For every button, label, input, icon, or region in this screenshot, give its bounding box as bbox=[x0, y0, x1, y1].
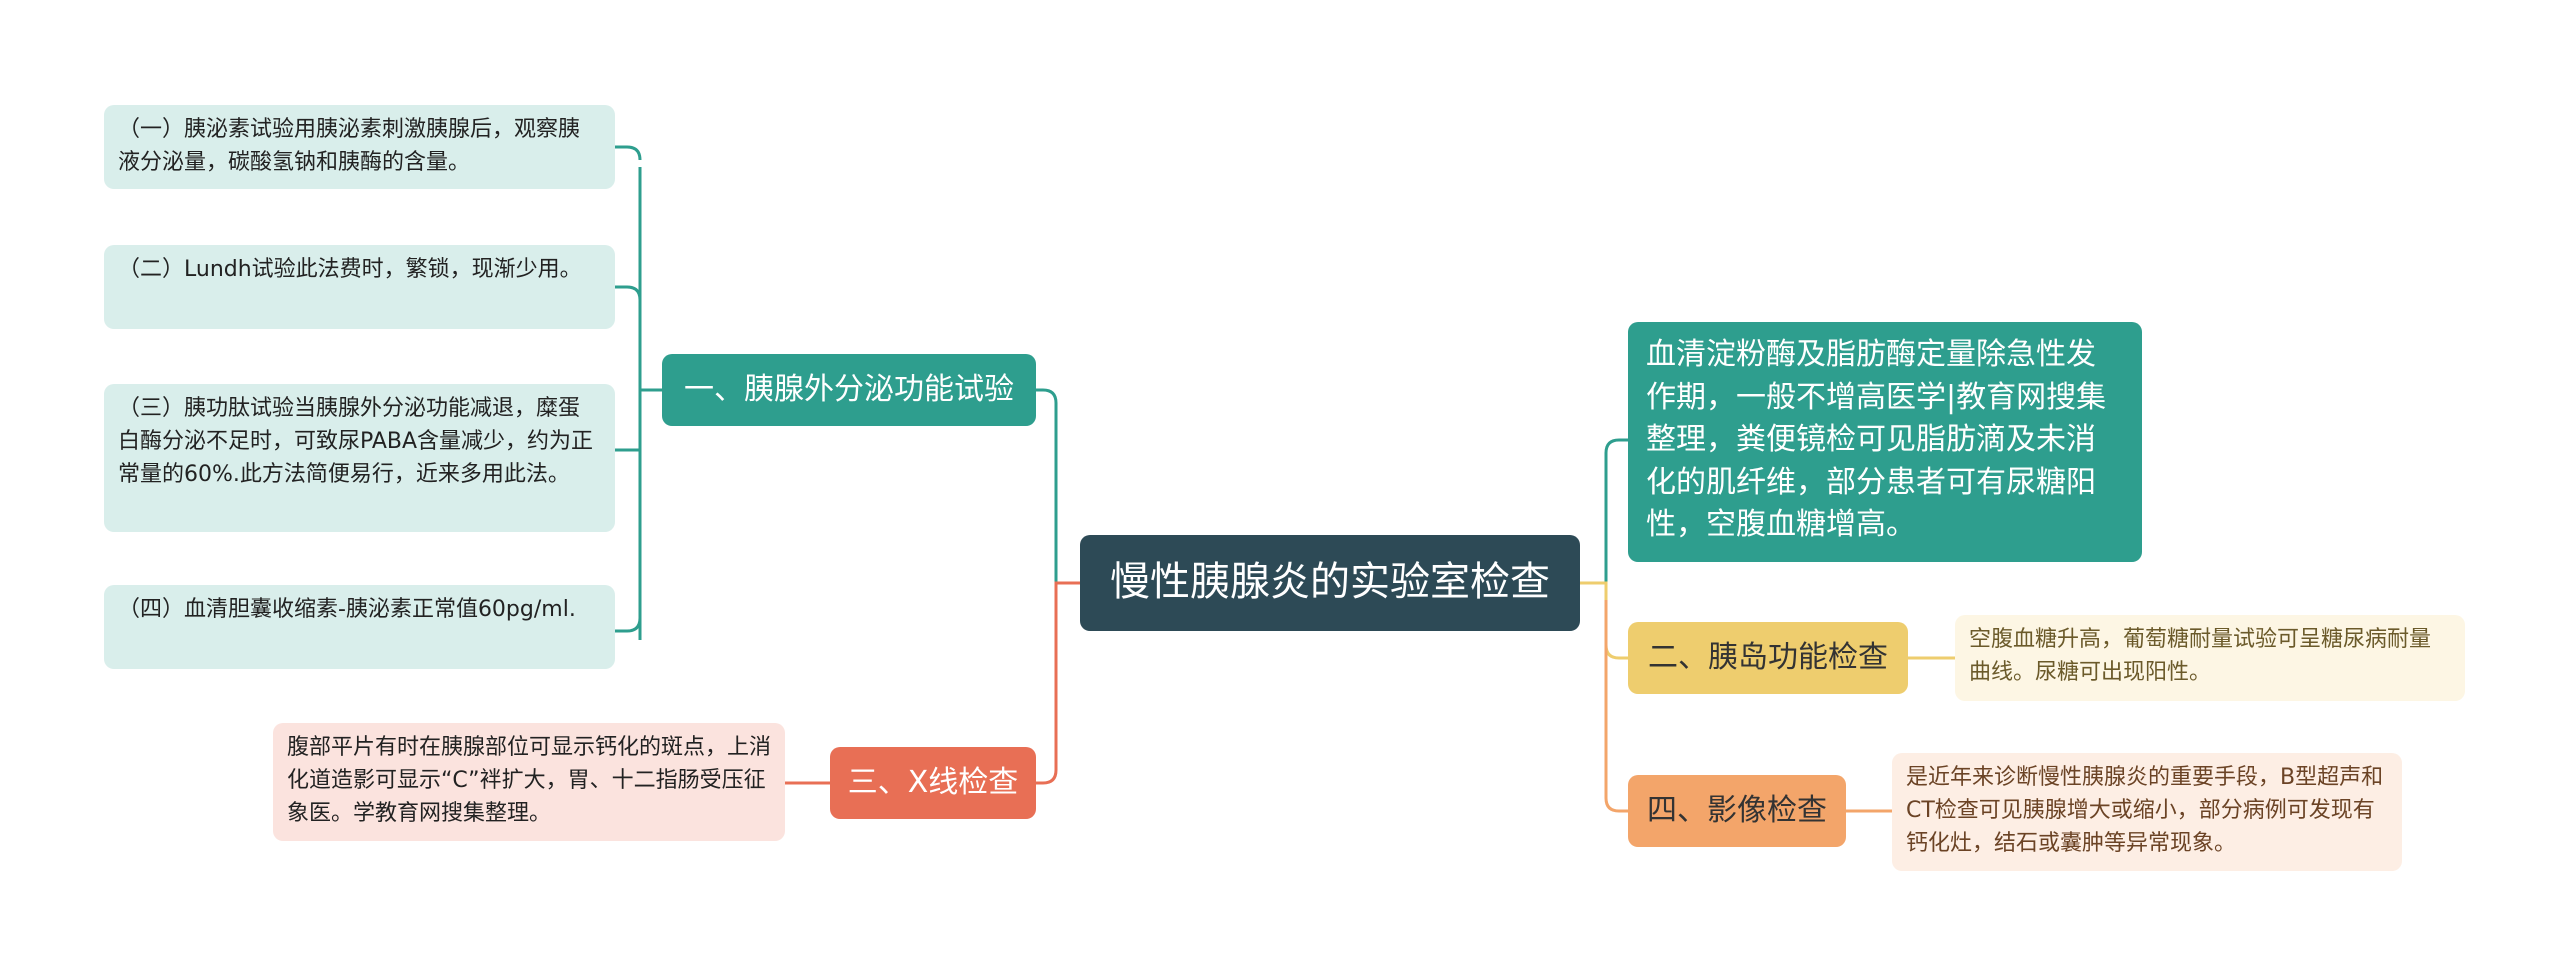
connector-b1-leaf2 bbox=[615, 285, 642, 301]
leaf-cck-secretin[interactable]: （四）血清胆囊收缩素-胰泌素正常值60pg/ml. bbox=[104, 585, 615, 669]
branch-label: 四、影像检查 bbox=[1647, 793, 1827, 829]
connector-center-b2 bbox=[1580, 581, 1628, 660]
branch-label: 三、X线检查 bbox=[847, 765, 1019, 801]
connector-center-b3 bbox=[1036, 581, 1080, 785]
branch-label: 二、胰岛功能检查 bbox=[1648, 640, 1888, 676]
leaf-text: 腹部平片有时在胰腺部位可显示钙化的斑点，上消化道造影可显示“C”袢扩大，胃、十二… bbox=[287, 735, 772, 826]
leaf-imaging-details[interactable]: 是近年来诊断慢性胰腺炎的重要手段，B型超声和CT检查可见胰腺增大或缩小，部分病例… bbox=[1892, 753, 2402, 871]
leaf-text: 是近年来诊断慢性胰腺炎的重要手段，B型超声和CT检查可见胰腺增大或缩小，部分病例… bbox=[1906, 765, 2384, 856]
node-serum-amylase[interactable]: 血清淀粉酶及脂肪酶定量除急性发作期，一般不增高医学|教育网搜集整理，粪便镜检可见… bbox=[1628, 322, 2142, 562]
leaf-text: （二）Lundh试验此法费时，繁锁，现渐少用。 bbox=[118, 257, 582, 282]
connector-b1-leaf4 bbox=[615, 617, 642, 633]
branch-xray-exam[interactable]: 三、X线检查 bbox=[830, 747, 1036, 819]
leaf-pancreolauryl-test[interactable]: （三）胰功肽试验当胰腺外分泌功能减退，糜蛋白酶分泌不足时，可致尿PABA含量减少… bbox=[104, 384, 615, 532]
leaf-islet-details[interactable]: 空腹血糖升高，葡萄糖耐量试验可呈糖尿病耐量曲线。尿糖可出现阳性。 bbox=[1955, 615, 2465, 701]
branch-label: 一、胰腺外分泌功能试验 bbox=[684, 372, 1014, 408]
leaf-text: （四）血清胆囊收缩素-胰泌素正常值60pg/ml. bbox=[118, 597, 576, 622]
connector-b1-leaves bbox=[638, 167, 662, 640]
connector-b1-leaf1 bbox=[615, 145, 642, 161]
leaf-lundh-test[interactable]: （二）Lundh试验此法费时，繁锁，现渐少用。 bbox=[104, 245, 615, 329]
branch-exocrine-function-test[interactable]: 一、胰腺外分泌功能试验 bbox=[662, 354, 1036, 426]
central-topic-label: 慢性胰腺炎的实验室检查 bbox=[1110, 559, 1550, 606]
connector-center-b4 bbox=[1604, 600, 1628, 813]
branch-imaging-exam[interactable]: 四、影像检查 bbox=[1628, 775, 1846, 847]
branch-islet-function[interactable]: 二、胰岛功能检查 bbox=[1628, 622, 1908, 694]
leaf-text: （一）胰泌素试验用胰泌素刺激胰腺后，观察胰液分泌量，碳酸氢钠和胰酶的含量。 bbox=[118, 117, 581, 175]
leaf-xray-details[interactable]: 腹部平片有时在胰腺部位可显示钙化的斑点，上消化道造影可显示“C”袢扩大，胃、十二… bbox=[273, 723, 785, 841]
central-topic[interactable]: 慢性胰腺炎的实验室检查 bbox=[1080, 535, 1580, 631]
node-text: 血清淀粉酶及脂肪酶定量除急性发作期，一般不增高医学|教育网搜集整理，粪便镜检可见… bbox=[1646, 337, 2107, 543]
leaf-text: 空腹血糖升高，葡萄糖耐量试验可呈糖尿病耐量曲线。尿糖可出现阳性。 bbox=[1969, 627, 2432, 685]
leaf-secretin-test[interactable]: （一）胰泌素试验用胰泌素刺激胰腺后，观察胰液分泌量，碳酸氢钠和胰酶的含量。 bbox=[104, 105, 615, 189]
connector-center-right-top bbox=[1580, 438, 1628, 585]
leaf-text: （三）胰功肽试验当胰腺外分泌功能减退，糜蛋白酶分泌不足时，可致尿PABA含量减少… bbox=[118, 396, 594, 487]
connector-center-b1 bbox=[1036, 388, 1080, 585]
